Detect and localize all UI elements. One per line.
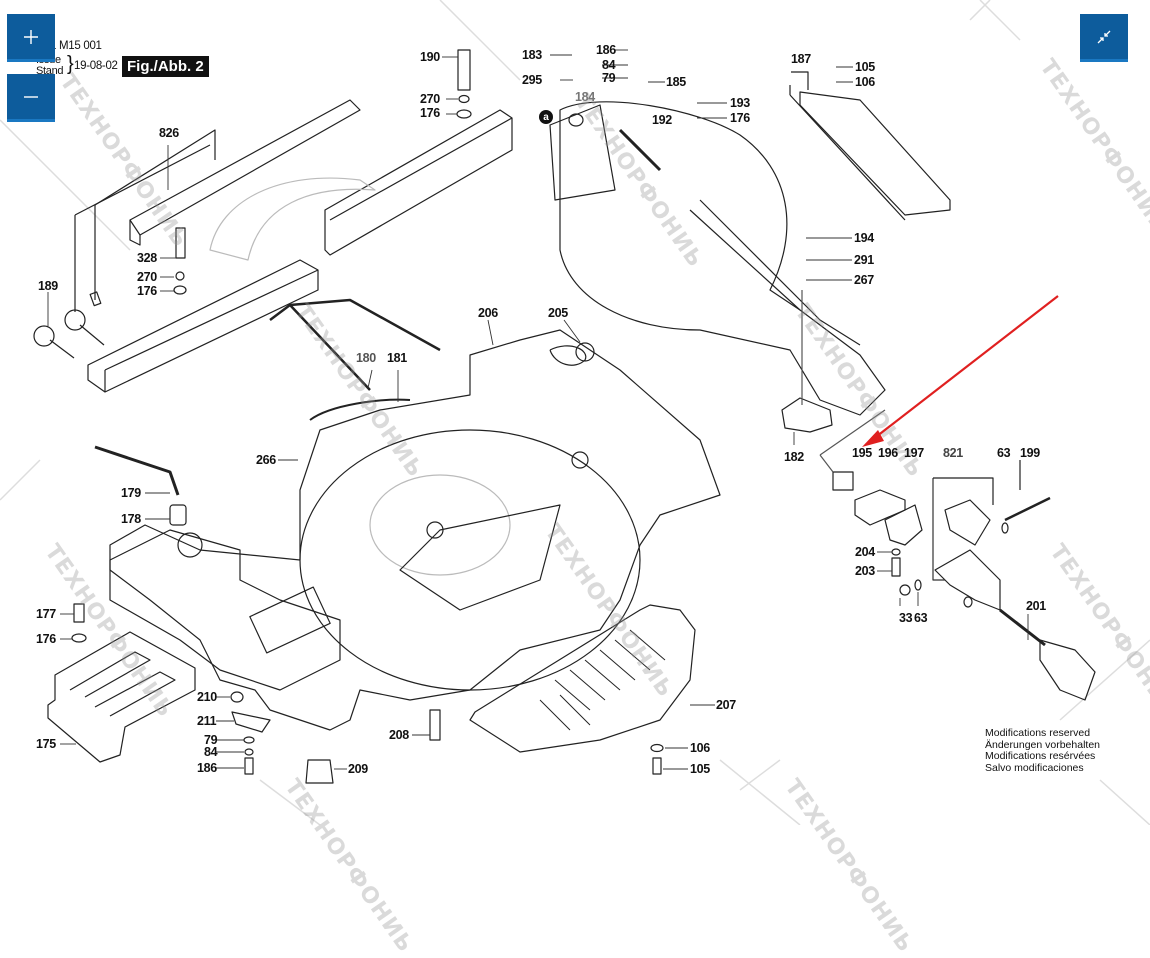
part-label: 192: [652, 113, 672, 127]
part-label: 177: [36, 607, 56, 621]
part-right-fence: [324, 109, 513, 256]
part-label: 176: [730, 111, 750, 125]
part-label: 205: [548, 306, 568, 320]
note-line: Salvo modificaciones: [985, 761, 1084, 774]
part-label: 180: [356, 351, 376, 365]
part-label: 193: [730, 96, 750, 110]
part-label: 176: [137, 284, 157, 298]
part-label: 187: [791, 52, 811, 66]
callout-marker-a: a: [539, 110, 553, 124]
part-label: 105: [855, 60, 875, 74]
part-label: 185: [666, 75, 686, 89]
part-left-fence: [87, 259, 319, 393]
part-label: 270: [137, 270, 157, 284]
part-label: 821: [943, 446, 963, 460]
zoom-in-button[interactable]: [7, 14, 55, 62]
minus-icon: [24, 95, 38, 98]
part-label: 270: [420, 92, 440, 106]
exit-fullscreen-button[interactable]: [1080, 14, 1128, 62]
part-label: 211: [197, 714, 217, 728]
part-label: 181: [387, 351, 407, 365]
part-label: 183: [522, 48, 542, 62]
part-label: 194: [854, 231, 874, 245]
modification-notes: Modifications reserved Änderungen vorbeh…: [985, 727, 1101, 774]
part-label: 105: [690, 762, 710, 776]
part-label: 182: [784, 450, 804, 464]
part-label: 190: [420, 50, 440, 64]
part-label: 204: [855, 545, 875, 559]
part-187-guard: [789, 71, 951, 221]
part-label: 106: [690, 741, 710, 755]
part-label: 826: [159, 126, 179, 140]
leader-lines: [47, 49, 1029, 770]
figure-title: Fig./Abb. 2: [122, 56, 209, 77]
part-label: 176: [420, 106, 440, 120]
part-label: 201: [1026, 599, 1046, 613]
note-line: Modifications reserved: [985, 727, 1091, 739]
part-label: 210: [197, 690, 217, 704]
background-grid-lines: [0, 0, 1150, 825]
part-label: 209: [348, 762, 368, 776]
part-label: 178: [121, 512, 141, 526]
part-label: 186: [596, 43, 616, 57]
part-label: 106: [855, 75, 875, 89]
part-194-saw-arm: [549, 101, 886, 416]
part-label: 176: [36, 632, 56, 646]
part-label: 203: [855, 564, 875, 578]
bracket: }: [67, 53, 74, 75]
part-label: 189: [38, 279, 58, 293]
diagram-drawing: [0, 0, 1150, 825]
part-base-left: [109, 529, 341, 691]
collapse-arrows-icon: [1097, 30, 1111, 43]
document-number: 1 M15 001: [50, 40, 102, 52]
part-label: 195: [852, 446, 872, 460]
part-label: 33: [899, 611, 913, 625]
part-label: 328: [137, 251, 157, 265]
part-175-foot: [47, 631, 196, 763]
part-label: 79: [204, 733, 218, 747]
part-label: 206: [478, 306, 498, 320]
part-label: 266: [256, 453, 276, 467]
part-826-fence: [74, 99, 361, 312]
part-label: 79: [602, 71, 616, 85]
zoom-out-button[interactable]: [7, 74, 55, 122]
part-207-plate: [469, 604, 696, 753]
part-label: 63: [997, 446, 1011, 460]
part-label: 295: [522, 73, 542, 87]
part-label: 84: [204, 745, 218, 759]
stand-label: Stand: [36, 65, 64, 77]
part-label: 63: [914, 611, 928, 625]
note-line: Änderungen vorbehalten: [985, 738, 1101, 751]
plus-icon: [24, 29, 38, 44]
issue-date: 19-08-02: [74, 60, 118, 72]
part-label: 199: [1020, 446, 1040, 460]
part-label: 186: [197, 761, 217, 775]
part-base: [109, 329, 721, 731]
part-label: 179: [121, 486, 141, 500]
part-label: 291: [854, 253, 874, 267]
part-label: 267: [854, 273, 874, 287]
part-189-knobs: [33, 291, 105, 359]
part-label: 208: [389, 728, 409, 742]
part-label: 196: [878, 446, 898, 460]
part-label: 197: [904, 446, 924, 460]
part-label: 84: [602, 58, 616, 72]
note-line: Modifications resérvées: [985, 750, 1096, 762]
part-label: 175: [36, 737, 56, 751]
part-label: 184: [575, 90, 595, 104]
annotation-arrow: [862, 295, 1059, 447]
part-label: 207: [716, 698, 736, 712]
